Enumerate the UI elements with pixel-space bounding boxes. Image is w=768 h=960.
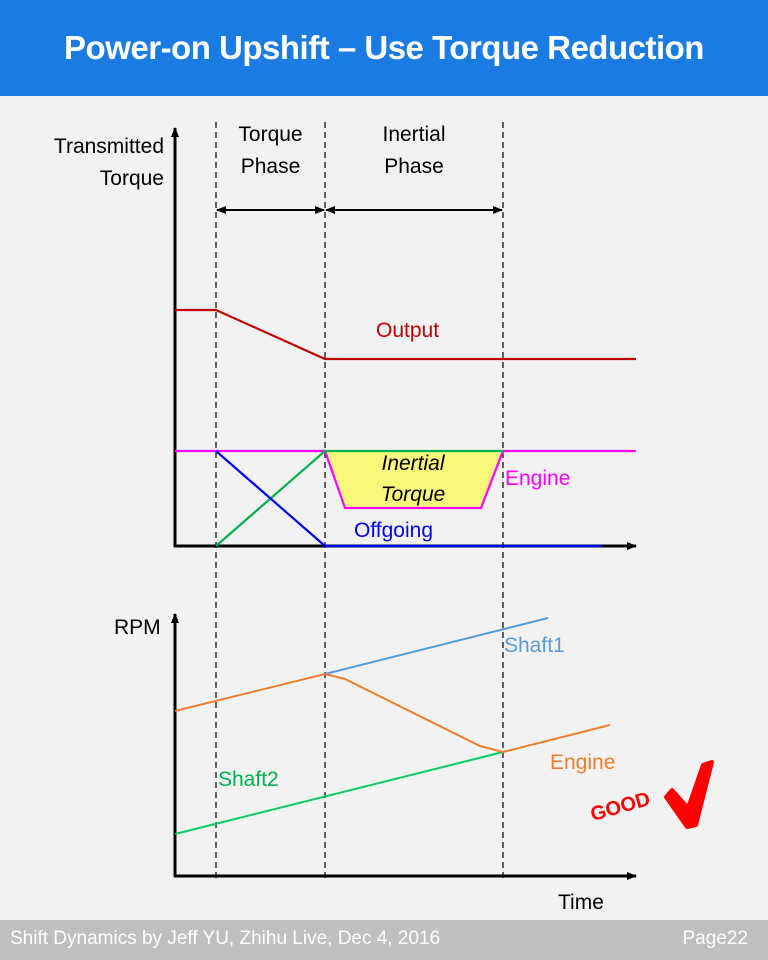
engine-torque-label: Engine — [505, 467, 571, 490]
torque-phase-label: Torque Phase — [216, 119, 325, 183]
inertial-torque-label: Inertial Torque — [345, 448, 481, 510]
inertial-torque-line1: Inertial — [381, 452, 445, 475]
engine-rpm-label: Engine — [550, 751, 616, 774]
y-label-line2: Torque — [99, 167, 164, 190]
footer-bar: Shift Dynamics by Jeff YU, Zhihu Live, D… — [0, 920, 768, 960]
time-axis-label: Time — [558, 891, 604, 914]
oncoming-torque-line — [215, 449, 503, 547]
output-torque-line — [175, 308, 636, 361]
engine-rpm-line — [174, 672, 611, 754]
page-number: Page22 — [682, 928, 748, 949]
shaft1-label: Shaft1 — [504, 634, 565, 657]
torque-phase-line1: Torque — [238, 123, 303, 146]
footer-credit: Shift Dynamics by Jeff YU, Zhihu Live, D… — [10, 928, 441, 949]
engine-torque-line — [175, 449, 636, 510]
shaft2-rpm-line — [174, 751, 504, 835]
y-label-line1: Transmitted — [53, 135, 164, 158]
slide-title: Power-on Upshift – Use Torque Reduction — [64, 29, 704, 66]
shaft1-rpm-line — [324, 617, 549, 675]
inertial-torque-area — [325, 451, 503, 508]
offgoing-label: Offgoing — [354, 519, 434, 542]
title-bar: Power-on Upshift – Use Torque Reduction — [0, 0, 768, 96]
inertial-phase-line2: Phase — [384, 155, 444, 178]
torque-y-axis-label: Transmitted Torque — [54, 131, 164, 195]
output-label: Output — [376, 319, 440, 342]
offgoing-torque-line — [215, 450, 602, 548]
inertial-torque-line2: Torque — [380, 483, 446, 506]
check-icon — [664, 760, 714, 829]
phase-boundaries — [215, 122, 504, 880]
rpm-y-axis-label: RPM — [114, 616, 161, 639]
inertial-phase-line1: Inertial — [382, 123, 446, 146]
torque-phase-line2: Phase — [240, 155, 301, 178]
shaft2-label: Shaft2 — [218, 768, 279, 791]
inertial-phase-label: Inertial Phase — [325, 119, 503, 183]
